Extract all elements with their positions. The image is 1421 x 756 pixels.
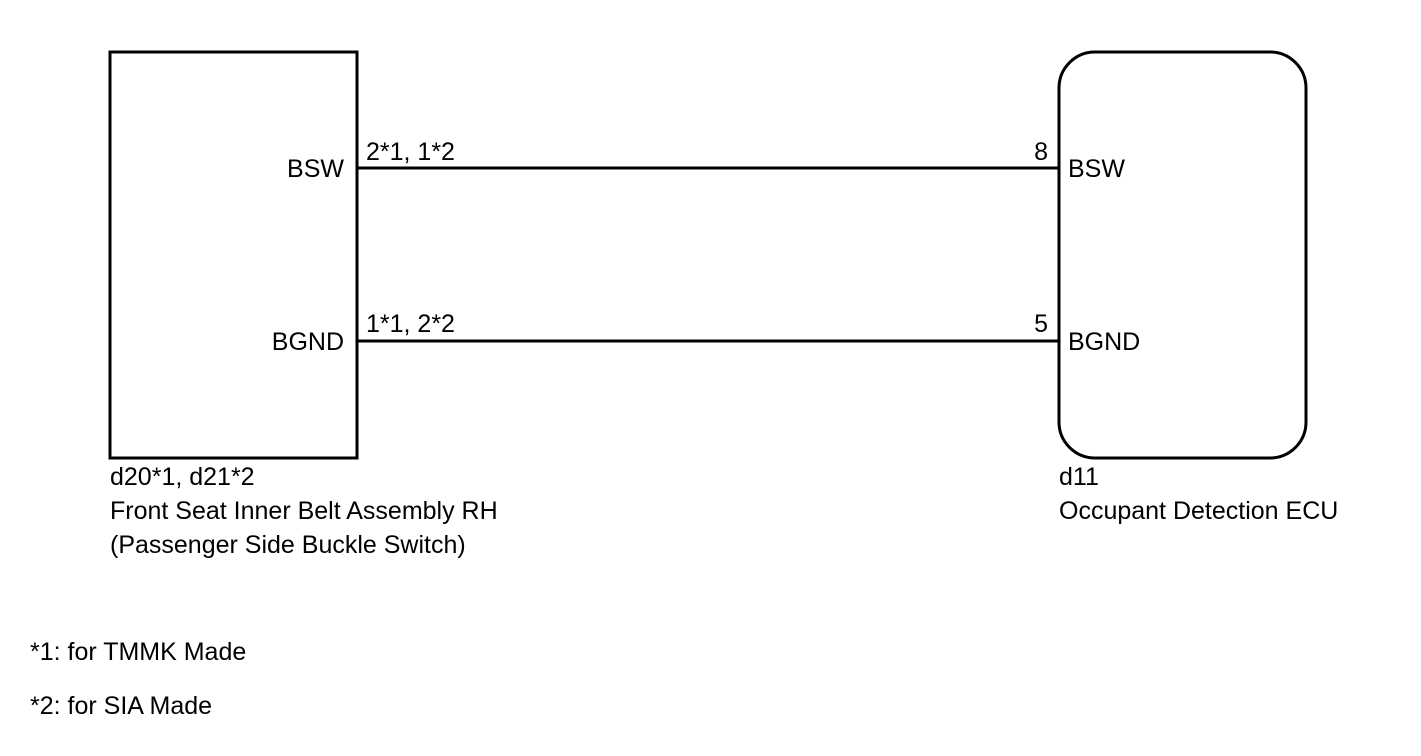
right-pin-bgnd-name: BGND [1068, 328, 1140, 356]
left-pin-bgnd-name: BGND [272, 328, 344, 356]
left-component-name: Front Seat Inner Belt Assembly RH [110, 497, 498, 525]
right-component-name: Occupant Detection ECU [1059, 497, 1338, 525]
right-pin-bgnd-terminal: 5 [1034, 310, 1048, 338]
buckle-switch-box [108, 50, 359, 460]
left-pin-bgnd-terminal: 1*1, 2*2 [366, 310, 455, 338]
right-pin-bsw-terminal: 8 [1034, 138, 1048, 166]
footnote-2: *2: for SIA Made [30, 692, 212, 720]
occupant-detection-ecu-box [1057, 50, 1308, 460]
left-component-subname: (Passenger Side Buckle Switch) [110, 531, 466, 559]
right-connector-code: d11 [1059, 463, 1099, 491]
left-connector-code: d20*1, d21*2 [110, 463, 255, 491]
footnote-1: *1: for TMMK Made [30, 638, 246, 666]
left-pin-bsw-name: BSW [287, 155, 344, 183]
left-pin-bsw-terminal: 2*1, 1*2 [366, 138, 455, 166]
right-pin-bsw-name: BSW [1068, 155, 1125, 183]
